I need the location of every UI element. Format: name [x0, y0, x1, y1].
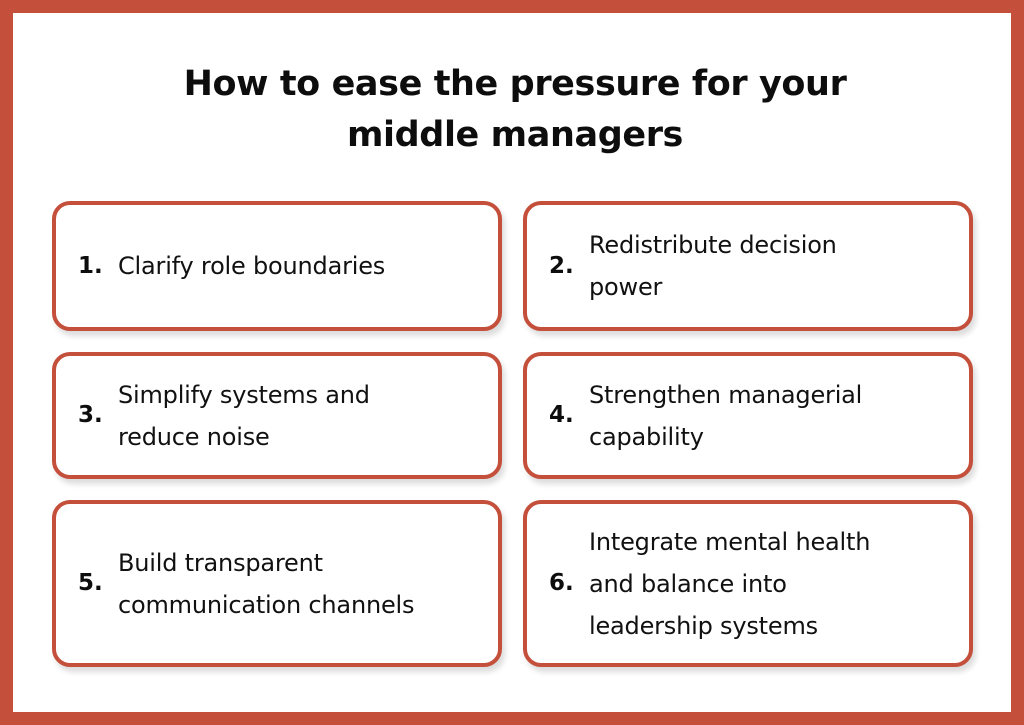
card-number-5: 5. — [78, 570, 103, 596]
card-text-3: Simplify systems and reduce noise — [118, 380, 370, 451]
card-text-5: Build transparent communication channels — [118, 548, 415, 619]
card-row-3: 5. Build transparent communication chann… — [52, 500, 973, 667]
card-text-1: Clarify role boundaries — [118, 252, 386, 280]
card-text-4: Strengthen managerial capability — [589, 380, 863, 451]
card-row-1: 1. Clarify role boundaries 2. Redistribu… — [52, 201, 973, 331]
card-row-2: 3. Simplify systems and reduce noise 4. … — [52, 352, 973, 479]
list-item-card-2[interactable]: 2. Redistribute decision power — [523, 201, 973, 331]
page-title: How to ease the pressure for your middle… — [183, 64, 847, 155]
card-number-6: 6. — [549, 570, 574, 596]
card-number-2: 2. — [549, 252, 574, 279]
card-text-6: Integrate mental health and balance into… — [589, 527, 871, 640]
card-text-2: Redistribute decision power — [589, 231, 837, 301]
card-number-1: 1. — [78, 252, 103, 279]
list-item-card-6[interactable]: 6. Integrate mental health and balance i… — [523, 500, 973, 667]
poster-canvas: How to ease the pressure for your middle… — [13, 13, 1011, 712]
card-number-4: 4. — [549, 402, 574, 428]
card-number-3: 3. — [78, 402, 103, 428]
numbered-card-grid: 1. Clarify role boundaries 2. Redistribu… — [52, 201, 973, 667]
list-item-card-3[interactable]: 3. Simplify systems and reduce noise — [52, 352, 502, 479]
list-item-card-4[interactable]: 4. Strengthen managerial capability — [523, 352, 973, 479]
list-item-card-1[interactable]: 1. Clarify role boundaries — [52, 201, 502, 331]
list-item-card-5[interactable]: 5. Build transparent communication chann… — [52, 500, 502, 667]
